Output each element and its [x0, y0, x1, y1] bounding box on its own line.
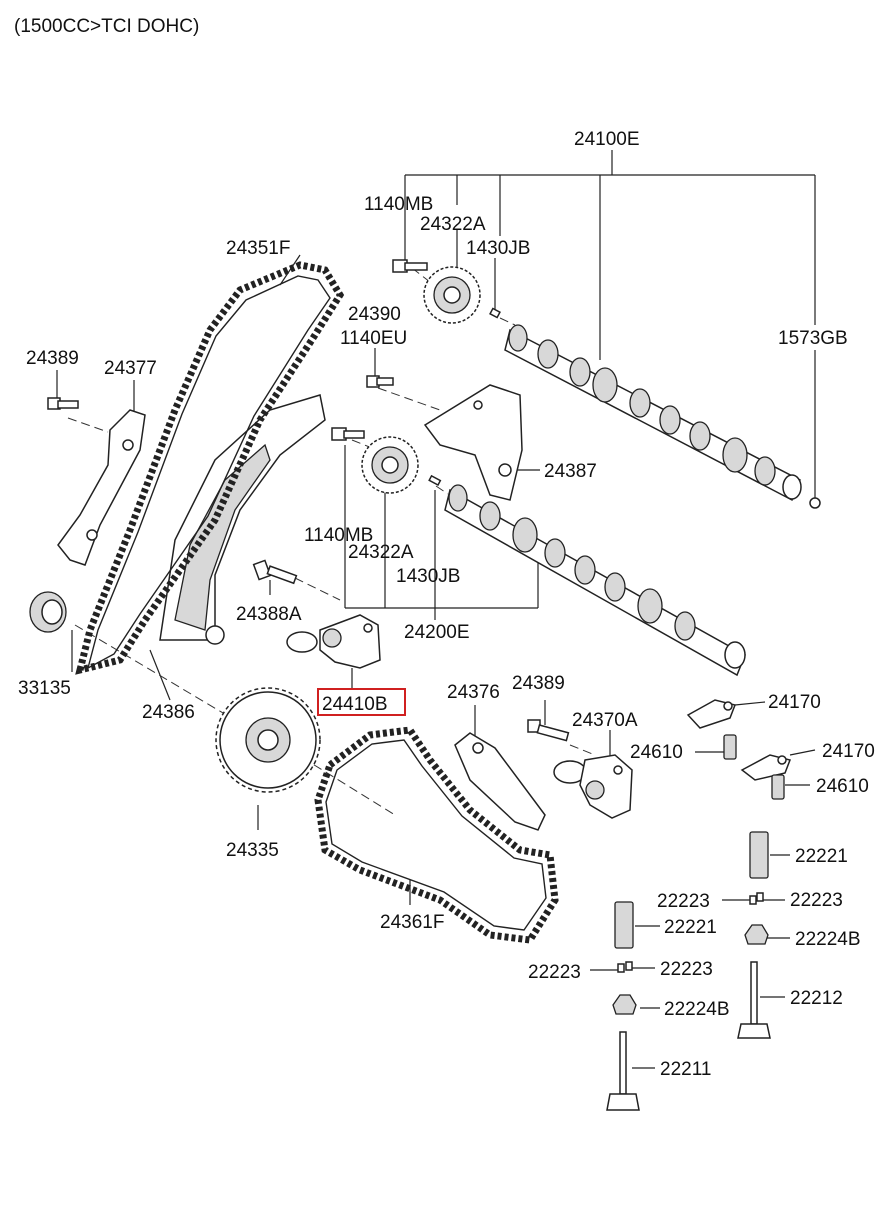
label-24370A: 24370A	[572, 710, 638, 731]
label-22224B-a: 22224B	[795, 929, 861, 950]
upper-camshaft	[504, 324, 821, 509]
label-24376: 24376	[447, 682, 500, 703]
label-1430JB-top: 1430JB	[466, 238, 530, 259]
tensioner-24410B	[286, 614, 381, 669]
label-24389-right: 24389	[512, 673, 565, 694]
leader-lines	[56, 150, 816, 1069]
label-22221-a: 22221	[795, 846, 848, 867]
spacer-33135	[29, 591, 67, 633]
valves	[606, 961, 771, 1111]
label-24610-a: 24610	[630, 742, 683, 763]
chain-guide-24377	[57, 409, 146, 566]
upper-timing-chain-24351F	[75, 261, 345, 675]
label-24410B: 24410B	[322, 694, 388, 715]
valve-springs	[614, 831, 769, 949]
label-22223-a: 22223	[657, 891, 710, 912]
tensioner-arm-24386	[159, 394, 326, 645]
lower-timing-chain-24361F	[314, 726, 559, 944]
label-24322A-bot: 24322A	[348, 542, 414, 563]
label-22223-d: 22223	[660, 959, 713, 980]
label-1573GB: 1573GB	[778, 328, 848, 349]
chain-guide-bracket-24387	[423, 384, 523, 501]
label-24389-left: 24389	[26, 348, 79, 369]
lower-cam-sprocket	[361, 436, 419, 494]
label-22223-c: 22223	[528, 962, 581, 983]
rocker-arms-lifters	[686, 699, 792, 800]
tensioner-24370A	[553, 754, 633, 819]
crank-sprocket-24335	[215, 687, 321, 793]
label-24170-b: 24170	[822, 741, 875, 762]
label-24200E: 24200E	[404, 622, 470, 643]
upper-cam-sprocket	[423, 266, 481, 324]
highlight-box-24410B	[317, 688, 406, 716]
part-labels: 24100E 1140MB 24322A 1430JB 24351F 24390…	[18, 129, 875, 1080]
label-1140EU: 1140EU	[340, 328, 407, 349]
valve-retainers-seals	[612, 892, 769, 1015]
label-22211: 22211	[660, 1059, 711, 1080]
label-24387: 24387	[544, 461, 597, 482]
label-24377: 24377	[104, 358, 157, 379]
label-24386: 24386	[142, 702, 195, 723]
diagram-title: (1500CC>TCI DOHC)	[14, 16, 199, 37]
label-22224B-b: 22224B	[664, 999, 730, 1020]
label-1140MB-bot: 1140MB	[304, 525, 373, 546]
label-1430JB-bot: 1430JB	[396, 566, 460, 587]
chain-guide-24376	[454, 732, 546, 831]
label-33135: 33135	[18, 678, 71, 699]
label-24335: 24335	[226, 840, 279, 861]
label-24388A: 24388A	[236, 604, 302, 625]
label-24351F: 24351F	[226, 238, 290, 259]
lower-camshaft	[428, 474, 746, 677]
label-22212: 22212	[790, 988, 843, 1009]
label-24390: 24390	[348, 304, 401, 325]
label-1140MB-top: 1140MB	[364, 194, 433, 215]
label-22221-b: 22221	[664, 917, 717, 938]
label-24610-b: 24610	[816, 776, 869, 797]
label-24361F: 24361F	[380, 912, 444, 933]
label-22223-b: 22223	[790, 890, 843, 911]
bolts	[47, 259, 570, 742]
label-24322A-top: 24322A	[420, 214, 486, 235]
label-24170-a: 24170	[768, 692, 821, 713]
label-24100E: 24100E	[574, 129, 640, 150]
